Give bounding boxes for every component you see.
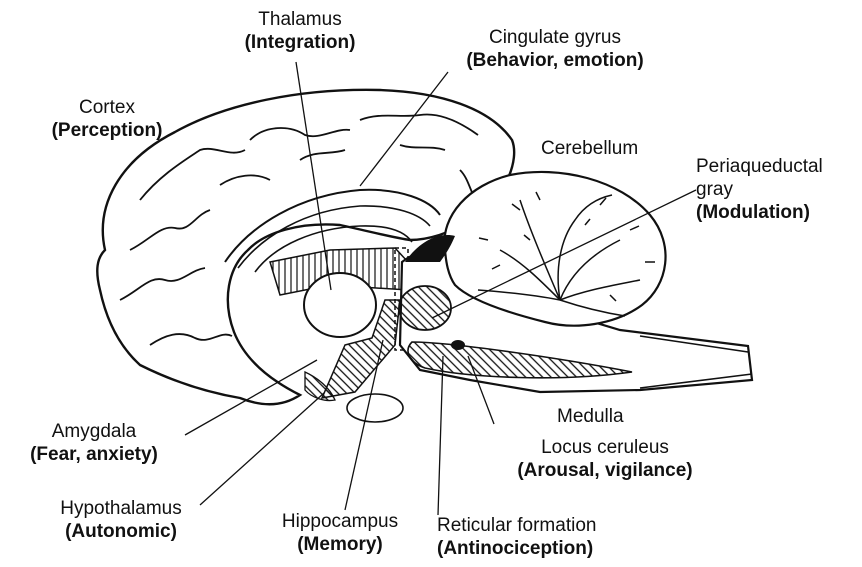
label-cingulate-gyrus: Cingulate gyrus (Behavior, emotion) bbox=[430, 26, 680, 72]
pag-name-line2: gray bbox=[696, 178, 823, 201]
hippocampus-function: (Memory) bbox=[260, 533, 420, 556]
locus-name: Locus ceruleus bbox=[470, 436, 740, 459]
periaqueductal-gray-shape bbox=[399, 286, 451, 330]
medulla-name: Medulla bbox=[557, 405, 624, 428]
locus-function: (Arousal, vigilance) bbox=[470, 459, 740, 482]
label-periaqueductal-gray: Periaqueductal gray (Modulation) bbox=[696, 155, 823, 224]
thalamus-name: Thalamus bbox=[225, 8, 375, 31]
cortex-function: (Perception) bbox=[22, 119, 192, 142]
label-thalamus: Thalamus (Integration) bbox=[225, 8, 375, 54]
amygdala-function: (Fear, anxiety) bbox=[4, 443, 184, 466]
label-amygdala: Amygdala (Fear, anxiety) bbox=[4, 420, 184, 466]
label-hippocampus: Hippocampus (Memory) bbox=[260, 510, 420, 556]
label-cerebellum: Cerebellum bbox=[541, 137, 638, 160]
label-reticular-formation: Reticular formation (Antinociception) bbox=[437, 514, 596, 560]
cortex-name: Cortex bbox=[22, 96, 192, 119]
label-hypothalamus: Hypothalamus (Autonomic) bbox=[36, 497, 206, 543]
pituitary-shape bbox=[347, 394, 403, 422]
hippocampus-name: Hippocampus bbox=[260, 510, 420, 533]
label-locus-ceruleus: Locus ceruleus (Arousal, vigilance) bbox=[470, 436, 740, 482]
pag-name-line1: Periaqueductal bbox=[696, 155, 823, 178]
reticular-function: (Antinociception) bbox=[437, 537, 596, 560]
thalamus-shape bbox=[304, 273, 376, 337]
reticular-name: Reticular formation bbox=[437, 514, 596, 537]
thalamus-function: (Integration) bbox=[225, 31, 375, 54]
pag-function: (Modulation) bbox=[696, 201, 823, 224]
hypothalamus-name: Hypothalamus bbox=[36, 497, 206, 520]
label-cortex: Cortex (Perception) bbox=[22, 96, 192, 142]
hypothalamus-function: (Autonomic) bbox=[36, 520, 206, 543]
cingulate-function: (Behavior, emotion) bbox=[430, 49, 680, 72]
cingulate-name: Cingulate gyrus bbox=[430, 26, 680, 49]
label-medulla: Medulla bbox=[557, 405, 624, 428]
cerebellum-name: Cerebellum bbox=[541, 137, 638, 160]
locus-ceruleus-shape bbox=[451, 340, 465, 350]
amygdala-name: Amygdala bbox=[4, 420, 184, 443]
